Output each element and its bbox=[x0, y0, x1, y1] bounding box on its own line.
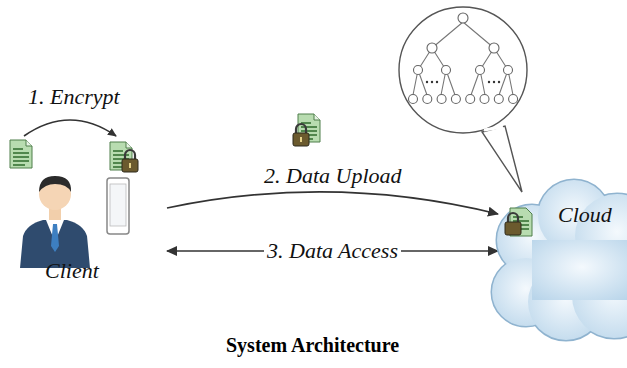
connector bbox=[167, 192, 498, 214]
client-node: Client bbox=[15, 150, 165, 290]
cloud-node: Cloud bbox=[492, 180, 627, 340]
node-label: Cloud bbox=[558, 202, 612, 228]
figure-caption: System Architecture bbox=[226, 333, 399, 357]
lock-icon bbox=[122, 150, 138, 172]
lock-icon bbox=[293, 124, 309, 146]
tree-bubble bbox=[399, 7, 527, 192]
edge-label: 3. Data Access bbox=[264, 238, 401, 264]
node-label: Client bbox=[45, 258, 99, 284]
plain-document bbox=[10, 140, 32, 168]
encrypt-arrow bbox=[24, 120, 116, 136]
step-label: 1. Encrypt bbox=[28, 84, 120, 110]
edge-label: 2. Data Upload bbox=[261, 163, 405, 189]
